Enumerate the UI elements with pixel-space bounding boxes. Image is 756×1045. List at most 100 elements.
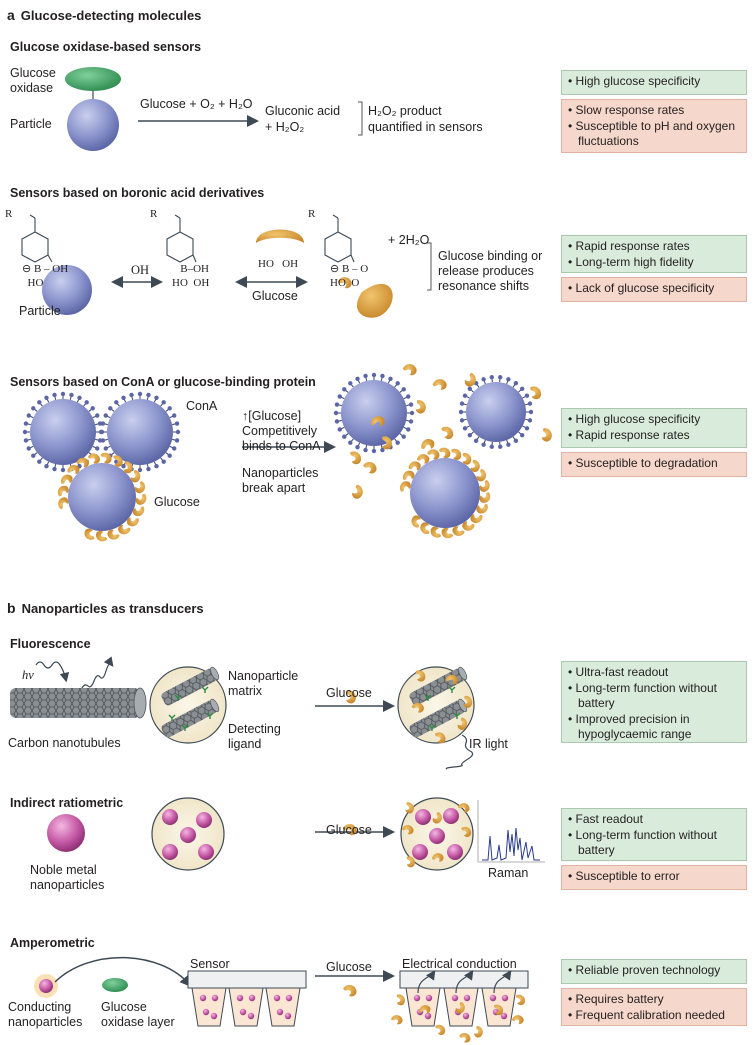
glucose-molecule xyxy=(510,1012,526,1027)
label-glucose: Glucose xyxy=(326,960,372,974)
glucose-molecule xyxy=(458,1032,472,1044)
cona-protein xyxy=(355,445,360,450)
conducting-nanoparticle xyxy=(451,994,459,1002)
conducting-nanoparticle xyxy=(247,1012,255,1020)
cona-protein xyxy=(77,395,82,400)
metal-nanoparticle xyxy=(180,827,196,843)
electron-path xyxy=(455,970,474,994)
metal-nanoparticle xyxy=(196,812,212,828)
cona-protein xyxy=(172,446,177,451)
cona-protein xyxy=(363,373,368,379)
cona-protein xyxy=(114,400,119,405)
cona-protein xyxy=(31,406,36,411)
cona-protein xyxy=(342,387,347,392)
cona-protein xyxy=(489,375,494,380)
label-ligand: Detecting xyxy=(228,722,281,736)
cona-protein xyxy=(409,410,415,416)
nanoparticle xyxy=(107,399,173,465)
bullet-item: Rapid response rates xyxy=(568,428,740,444)
conducting-nanoparticle xyxy=(285,994,293,1002)
bracket xyxy=(427,242,432,291)
cona-protein xyxy=(348,381,353,386)
glucose-molecule xyxy=(95,530,108,542)
section-title: Nanoparticles as transducers xyxy=(21,601,204,616)
bullet-item: Requires battery xyxy=(568,992,740,1008)
metal-nanoparticle xyxy=(447,844,463,860)
cona-protein xyxy=(37,459,42,464)
particle xyxy=(42,265,92,315)
glucose-molecule xyxy=(393,992,408,1007)
glucose-molecule xyxy=(348,483,366,501)
glucose-oxidase-layer xyxy=(102,978,128,992)
cona-protein xyxy=(498,375,503,380)
cona-protein xyxy=(459,418,465,423)
note-text: resonance shifts xyxy=(438,279,530,293)
glucose-molecule xyxy=(135,493,147,506)
cona-protein xyxy=(333,410,339,416)
nanoparticle xyxy=(68,463,136,531)
glucose-molecule xyxy=(470,1024,486,1040)
cons-box: Susceptible to degradation xyxy=(561,452,747,477)
cona-protein xyxy=(161,459,166,464)
cona-protein xyxy=(408,419,414,424)
cona-protein xyxy=(467,433,473,438)
detecting-ligand xyxy=(181,724,189,731)
note-text: binds to ConA xyxy=(242,439,321,453)
cona-protein xyxy=(388,376,393,381)
cona-protein xyxy=(527,418,533,423)
conducting-nanoparticle xyxy=(239,1008,247,1016)
label-noble-metal: Noble metal xyxy=(30,863,97,877)
note-text: Competitively xyxy=(242,424,318,438)
bracket xyxy=(358,101,363,136)
cona-protein xyxy=(524,393,530,398)
cona-protein xyxy=(22,429,28,435)
sensor-well xyxy=(265,987,301,1027)
label-oxidase-layer: Glucose xyxy=(101,1000,147,1014)
cona-protein xyxy=(371,372,377,378)
cona-protein xyxy=(481,377,486,382)
section-title: Glucose-detecting molecules xyxy=(20,8,202,23)
glucose-molecule xyxy=(431,376,449,394)
label-hv: hv xyxy=(22,668,34,682)
label-matrix: matrix xyxy=(228,684,263,698)
glucose-molecule xyxy=(478,479,491,493)
note-text: break apart xyxy=(242,481,306,495)
metal-nanoparticle xyxy=(412,844,428,860)
subsection-title: Amperometric xyxy=(10,936,95,950)
glucose-molecule xyxy=(439,447,451,459)
r-group: R xyxy=(5,208,13,220)
subsection-title: Glucose oxidase-based sensors xyxy=(10,40,202,54)
particle xyxy=(67,99,119,151)
cona-protein xyxy=(37,400,42,405)
label-oxidase-layer: oxidase layer xyxy=(101,1015,175,1029)
cona-protein xyxy=(348,440,353,445)
glucose-molecule xyxy=(57,496,70,510)
conducting-nanoparticle xyxy=(489,994,497,1002)
cona-protein xyxy=(121,395,126,400)
cona-protein xyxy=(167,453,172,458)
subsection-title: Indirect ratiometric xyxy=(10,796,124,810)
bullet-item: Reliable proven technology xyxy=(568,963,740,979)
cona-protein xyxy=(406,394,411,399)
bound-glucose xyxy=(356,283,393,318)
cona-protein xyxy=(337,394,342,399)
nanoparticle xyxy=(341,380,407,446)
metal-nanoparticle xyxy=(162,844,178,860)
sensor-wells xyxy=(191,987,301,1027)
electron-path xyxy=(493,970,512,994)
cona-protein xyxy=(31,453,36,458)
nanotube xyxy=(161,698,220,738)
separated-nanoparticles xyxy=(333,372,534,539)
bullet-item: High glucose specificity xyxy=(568,74,740,90)
bullet-item: Fast readout xyxy=(568,812,740,828)
emission-wave xyxy=(81,656,114,689)
nanoparticle xyxy=(30,399,96,465)
conducting-wells xyxy=(390,970,527,1044)
conducting-nanoparticle xyxy=(463,994,471,1002)
note-text: Nanoparticles xyxy=(242,466,319,480)
note-text: Glucose binding or xyxy=(438,249,543,263)
conducting-nanoparticle xyxy=(276,1008,284,1016)
pros-box: Ultra-fast readoutLong-term function wit… xyxy=(561,661,747,743)
cona-protein xyxy=(406,427,411,432)
glucose-molecule xyxy=(479,491,491,504)
